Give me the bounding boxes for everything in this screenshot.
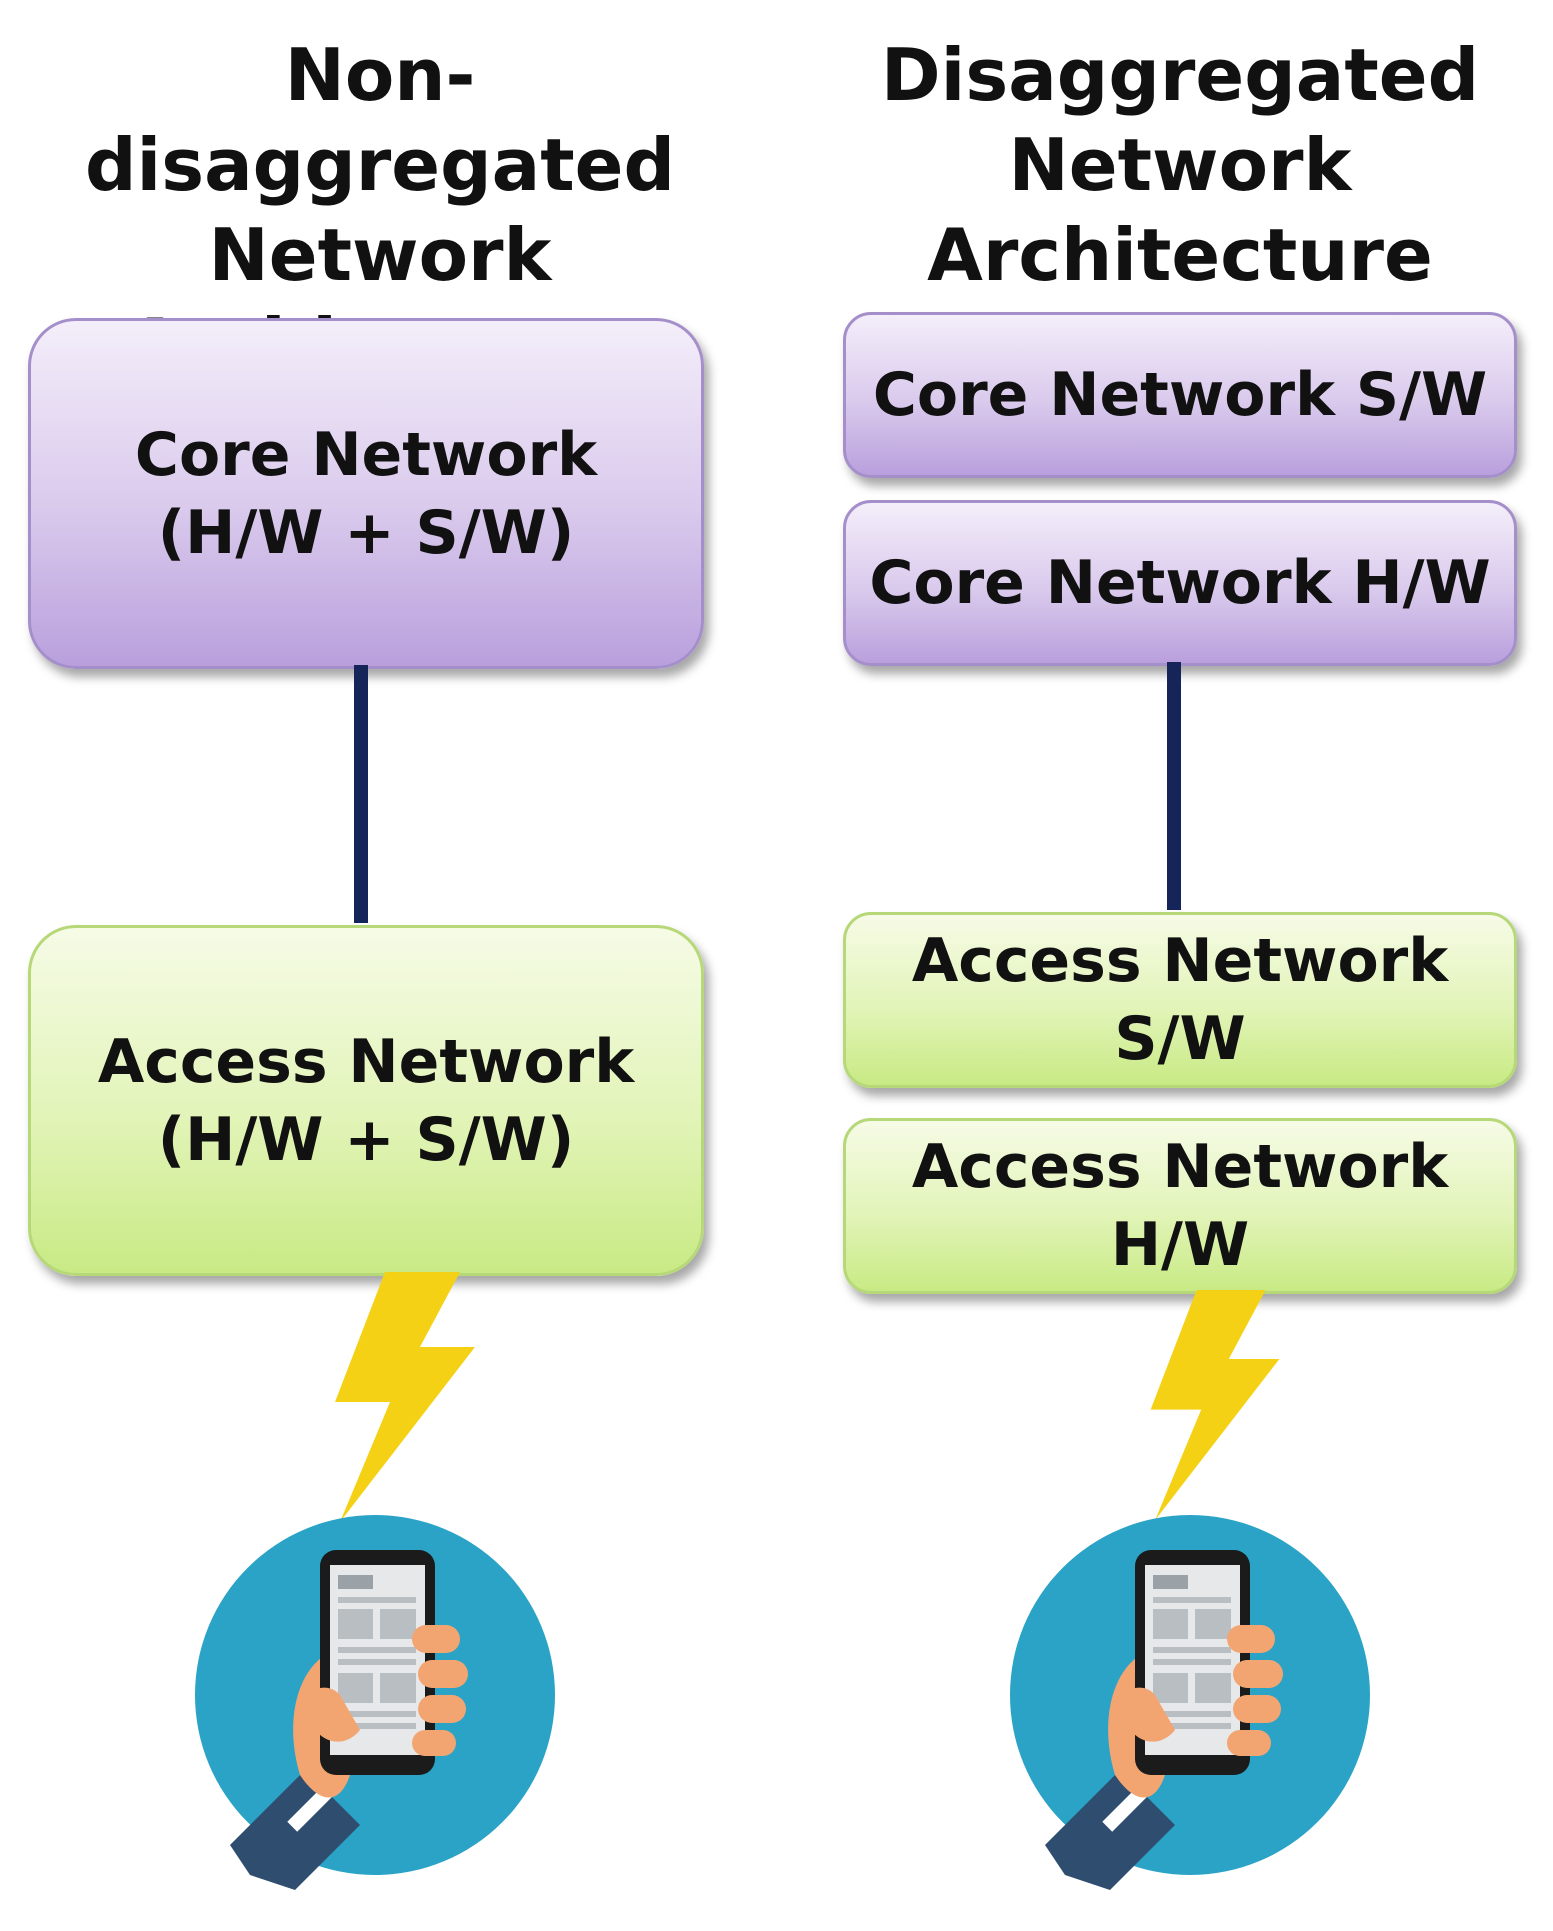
lightning-bolt-icon [1150, 1290, 1280, 1520]
access-network-box: Access Network (H/W + S/W) [28, 925, 704, 1276]
core-network-hw-box: Core Network H/W [843, 500, 1517, 666]
access-network-sw-box: Access Network S/W [843, 912, 1517, 1088]
hand-holding-phone-icon [1010, 1515, 1370, 1890]
lightning-bolt-icon [335, 1272, 475, 1522]
hand-holding-phone-icon [195, 1515, 555, 1890]
core-access-link [354, 665, 368, 923]
right-column-title: Disaggregated Network Architecture [880, 33, 1480, 297]
access-network-hw-box: Access Network H/W [843, 1118, 1517, 1294]
core-access-link [1167, 662, 1181, 910]
core-network-sw-box: Core Network S/W [843, 312, 1517, 478]
core-network-box: Core Network (H/W + S/W) [28, 318, 704, 669]
